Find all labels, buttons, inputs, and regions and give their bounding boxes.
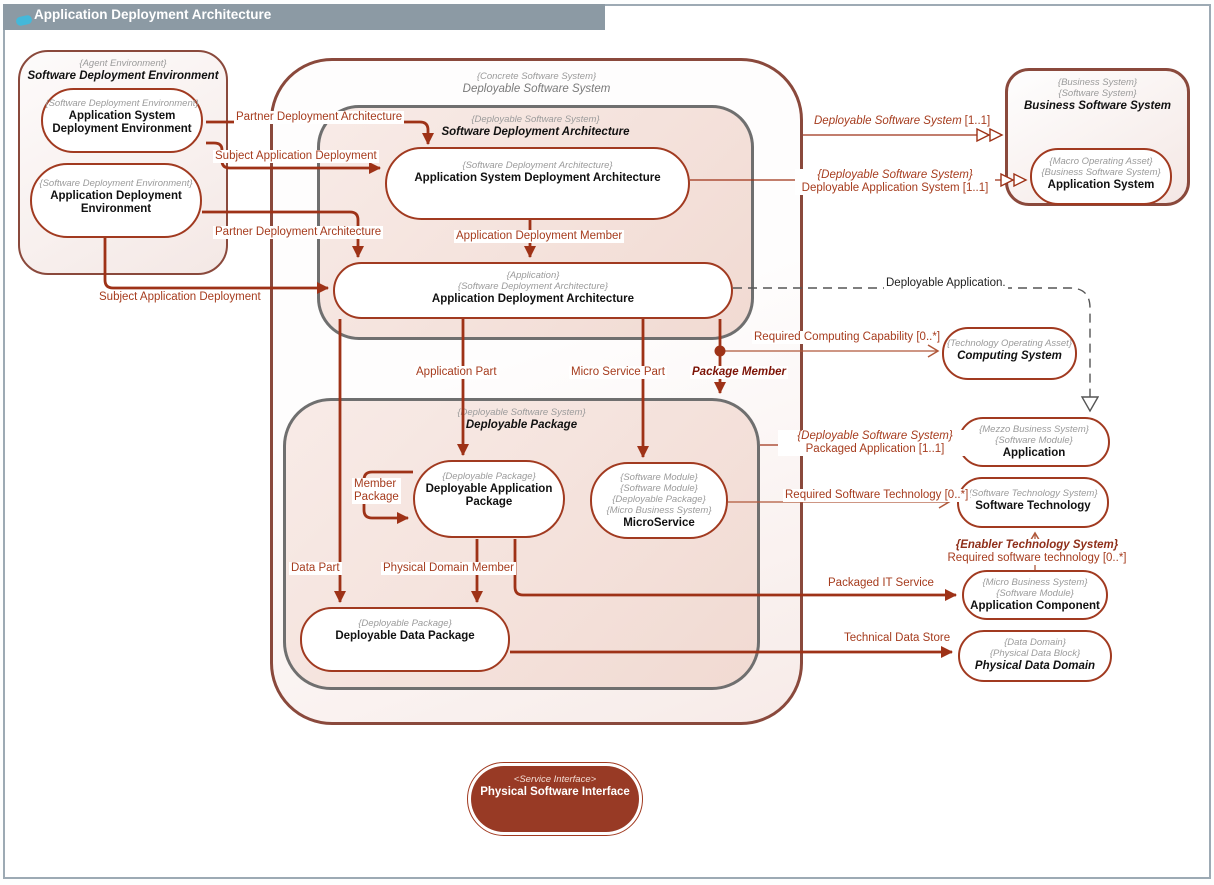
node-computing-system[interactable]: {Technology Operating Asset} Computing S…	[942, 327, 1077, 380]
node-label: Application Deployment Environment	[50, 190, 182, 215]
node-label: Deployable Application Package	[425, 483, 553, 508]
node-stereotype: {Mezzo Business System}	[979, 424, 1089, 435]
node-stereotype: {Micro Business System}	[606, 505, 712, 516]
container-stereotype: {Agent Environment}	[79, 58, 167, 69]
container-label: Deployable Package	[465, 419, 578, 431]
node-label: Application System Deployment Environmen…	[52, 110, 192, 135]
edge-label-member-package: Member Package	[352, 478, 401, 504]
node-stereotype: {Software Deployment Architecture}	[457, 281, 609, 292]
edge-label-packaged-it-service: Packaged IT Service	[826, 577, 936, 590]
diagram-icon	[15, 14, 33, 27]
container-stereotype: {Software System}	[1058, 88, 1137, 99]
node-label: Physical Software Interface	[480, 786, 630, 798]
node-stereotype: {Technology Operating Asset}	[947, 338, 1072, 349]
node-deployable-application-package[interactable]: {Deployable Package} Deployable Applicat…	[413, 460, 565, 538]
edge-label-required-computing: Required Computing Capability [0..*]	[752, 331, 943, 344]
node-stereotype: {Application}	[506, 270, 560, 281]
edge-label-required-software-technology: Required Software Technology [0..*]	[783, 489, 971, 502]
page-title: Application Deployment Architecture	[34, 7, 272, 22]
node-label: MicroService	[623, 517, 695, 529]
node-stereotype: {Deployable Package}	[442, 471, 536, 482]
title-bar	[3, 4, 605, 30]
node-application[interactable]: {Mezzo Business System} {Software Module…	[958, 417, 1110, 467]
node-stereotype: {Business Software System}	[1041, 167, 1161, 178]
container-label: Software Deployment Environment	[27, 70, 219, 82]
edge-label-enabler-required: {Enabler Technology System} Required sof…	[913, 539, 1161, 565]
node-stereotype: {Software Deployment Environment}	[39, 178, 193, 189]
node-stereotype: {Software Module}	[620, 483, 698, 494]
node-stereotype: {Macro Operating Asset}	[1049, 156, 1153, 167]
edge-label-micro-service-part: Micro Service Part	[569, 366, 667, 379]
edge-label-deployable-software-system: Deployable Software System[1..1]	[812, 115, 993, 128]
edge-label-deployable-application: Deployable Application.	[884, 277, 1008, 290]
node-stereotype: <Service Interface>	[513, 774, 597, 785]
node-label: Software Technology	[975, 500, 1091, 512]
edge-label-application-part: Application Part	[414, 366, 499, 379]
node-label: Application Component	[970, 600, 1100, 612]
edge-label-application-deployment-member: Application Deployment Member	[454, 230, 625, 243]
edge-label-physical-domain-member: Physical Domain Member	[381, 562, 517, 575]
node-stereotype: {Software Deployment Architecture}	[462, 160, 613, 171]
node-application-component[interactable]: {Micro Business System} {Software Module…	[962, 570, 1108, 620]
edge-label-packaged-application: {Deployable Software System} Packaged Ap…	[778, 430, 972, 456]
node-stereotype: {Deployable Package}	[358, 618, 452, 629]
container-label: Software Deployment Architecture	[441, 126, 630, 138]
node-stereotype: {Deployable Package}	[612, 494, 706, 505]
node-stereotype: {Software Technology System}	[968, 488, 1098, 499]
node-application-deployment-environment[interactable]: {Software Deployment Environment} Applic…	[30, 163, 202, 238]
node-application-system-deployment-environment[interactable]: {Software Deployment Environment} Applic…	[41, 88, 203, 153]
node-software-technology[interactable]: {Software Technology System} Software Te…	[957, 477, 1109, 528]
container-stereotype: {Deployable Software System}	[457, 407, 586, 418]
edge-label-data-part: Data Part	[289, 562, 342, 575]
edge-label-subject-bottom: Subject Application Deployment	[97, 291, 263, 304]
node-application-system-deployment-architecture[interactable]: {Software Deployment Architecture} Appli…	[385, 147, 690, 220]
node-stereotype: {Software Module}	[996, 588, 1074, 599]
container-label: Business Software System	[1023, 100, 1171, 112]
node-physical-data-domain[interactable]: {Data Domain} {Physical Data Block} Phys…	[958, 630, 1112, 682]
node-physical-software-interface[interactable]: <Service Interface> Physical Software In…	[467, 762, 643, 836]
node-label: Physical Data Domain	[974, 660, 1096, 672]
node-label: Application Deployment Architecture	[431, 293, 635, 305]
node-application-system[interactable]: {Macro Operating Asset} {Business Softwa…	[1030, 148, 1172, 205]
node-stereotype: {Software Module}	[995, 435, 1073, 446]
container-stereotype: {Concrete Software System}	[476, 71, 597, 82]
node-application-deployment-architecture[interactable]: {Application} {Software Deployment Archi…	[333, 262, 733, 319]
node-stereotype: {Data Domain}	[1004, 637, 1066, 648]
node-label: Application	[1002, 447, 1066, 459]
node-label: Application System Deployment Architectu…	[414, 172, 661, 184]
node-label: Application System	[1047, 179, 1155, 191]
node-microservice[interactable]: {Software Module} {Software Module} {Dep…	[590, 462, 728, 539]
node-stereotype: {Software Deployment Environment}	[45, 98, 199, 109]
node-stereotype: {Physical Data Block}	[989, 648, 1081, 659]
edge-label-partner-bottom: Partner Deployment Architecture	[213, 226, 384, 239]
node-label: Deployable Data Package	[335, 630, 475, 642]
edge-label-subject-top: Subject Application Deployment	[213, 150, 379, 163]
edge-label-package-member: Package Member	[690, 366, 788, 379]
edge-label-deployable-application-system: {Deployable Software System} Deployable …	[795, 169, 995, 195]
container-label: Deployable Software System	[462, 83, 611, 95]
container-stereotype: {Deployable Software System}	[471, 114, 600, 125]
edge-label-technical-data-store: Technical Data Store	[842, 632, 953, 645]
node-label: Computing System	[957, 350, 1062, 362]
node-stereotype: {Software Module}	[620, 472, 698, 483]
container-stereotype: {Business System}	[1057, 77, 1138, 88]
node-deployable-data-package[interactable]: {Deployable Package} Deployable Data Pac…	[300, 607, 510, 672]
node-stereotype: {Micro Business System}	[982, 577, 1088, 588]
edge-label-partner-top: Partner Deployment Architecture	[234, 111, 405, 124]
